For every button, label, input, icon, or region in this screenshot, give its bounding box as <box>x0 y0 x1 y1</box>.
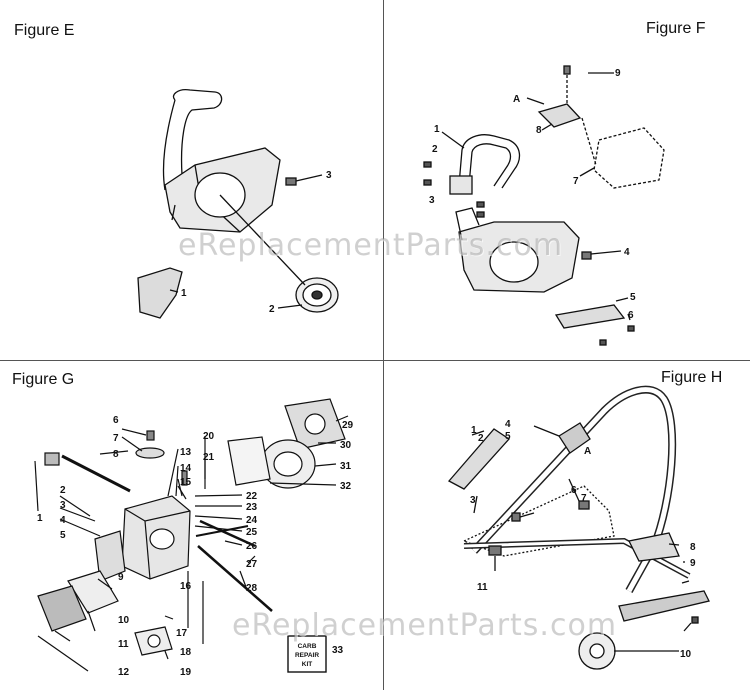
figure-f-drawing: 1 2 3 4 5 6 7 8 9 A <box>423 65 665 346</box>
h-callout-a: A <box>584 446 591 457</box>
g-callout-8: 8 <box>113 449 119 460</box>
e-callout-2: 2 <box>269 304 275 315</box>
g-callout-33: 33 <box>332 645 344 656</box>
f-callout-1: 1 <box>434 124 440 135</box>
figure-f-title: Figure F <box>646 20 706 37</box>
f-callout-2: 2 <box>432 144 438 155</box>
g-callout-15: 15 <box>180 477 192 488</box>
h-callout-9: 9 <box>690 558 696 569</box>
g-callout-6: 6 <box>113 415 119 426</box>
h-callout-2: 2 <box>478 433 484 444</box>
h-left-grip <box>447 428 510 490</box>
g-kit-line-1: CARB <box>298 643 317 650</box>
g-gasket-right <box>227 436 271 486</box>
h-top-bracket <box>558 422 591 454</box>
h-callout-1: 1 <box>471 425 477 436</box>
figure-h-title: Figure H <box>661 369 723 386</box>
e-cover-plate <box>137 267 183 319</box>
g-cover <box>37 585 87 632</box>
vertical-divider <box>383 0 384 690</box>
f-callout-3: 3 <box>429 195 435 206</box>
figure-e-drawing: 1 2 3 <box>137 89 339 319</box>
figure-g-panel: 1 2 3 4 5 6 7 8 9 10 11 12 13 14 15 16 1… <box>0 361 383 690</box>
figure-e-title: Figure E <box>14 22 75 39</box>
h-callout-8: 8 <box>690 542 696 553</box>
h-callout-6: 6 <box>571 485 577 496</box>
g-kit-line-3: KIT <box>302 661 313 668</box>
g-callout-12: 12 <box>118 667 130 678</box>
g-callout-28: 28 <box>246 583 258 594</box>
g-callout-1: 1 <box>37 513 43 524</box>
figure-h-panel: 1 2 3 4 5 6 7 8 9 10 11 A <box>384 361 750 690</box>
h-callout-5: 5 <box>505 431 511 442</box>
h-frame <box>462 485 615 557</box>
watermark-top: eReplacementParts.com <box>178 228 564 263</box>
g-callout-11: 11 <box>118 639 129 650</box>
g-callout-32: 32 <box>340 481 352 492</box>
g-kit-line-2: REPAIR <box>295 652 319 659</box>
f-handle-bar <box>458 134 521 189</box>
f-callout-4: 4 <box>624 247 630 258</box>
g-callout-14: 14 <box>180 463 192 474</box>
figure-f-panel: 1 2 3 4 5 6 7 8 9 A <box>384 0 750 360</box>
g-callout-24: 24 <box>246 515 258 526</box>
f-callout-5: 5 <box>630 292 636 303</box>
g-callout-10: 10 <box>118 615 130 626</box>
watermark-bottom: eReplacementParts.com <box>232 608 618 643</box>
g-pump-plate <box>94 530 126 582</box>
h-callout-4: 4 <box>505 419 511 430</box>
h-callout-7: 7 <box>581 493 587 504</box>
f-bracket <box>554 304 626 329</box>
g-callout-21: 21 <box>203 452 215 463</box>
g-callout-13: 13 <box>180 447 192 458</box>
f-callout-7: 7 <box>573 176 579 187</box>
h-callout-10: 10 <box>680 649 692 660</box>
figure-g-title: Figure G <box>12 371 75 388</box>
g-callout-27: 27 <box>246 559 258 570</box>
e-callout-1: 1 <box>181 288 187 299</box>
g-gasket <box>67 570 119 614</box>
h-right-grip <box>628 532 680 562</box>
g-callout-18: 18 <box>180 647 192 658</box>
g-callout-5: 5 <box>60 530 66 541</box>
g-callout-17: 17 <box>176 628 188 639</box>
e-handle <box>172 89 223 176</box>
g-callout-3: 3 <box>60 500 66 511</box>
g-callout-31: 31 <box>340 461 352 472</box>
f-callout-6: 6 <box>628 310 634 321</box>
f-callout-9: 9 <box>615 68 621 79</box>
g-callout-9: 9 <box>118 572 124 583</box>
g-callout-26: 26 <box>246 541 258 552</box>
e-callout-3: 3 <box>326 170 332 181</box>
h-callout-3: 3 <box>470 495 476 506</box>
f-callout-a: A <box>513 94 520 105</box>
h-callout-11: 11 <box>477 582 488 593</box>
g-callout-7: 7 <box>113 433 119 444</box>
g-callout-20: 20 <box>203 431 215 442</box>
figure-e-panel: 1 2 3 <box>0 0 383 360</box>
figure-g-drawing: 1 2 3 4 5 6 7 8 9 10 11 12 13 14 15 16 1… <box>34 398 354 678</box>
g-callout-23: 23 <box>246 502 258 513</box>
g-callout-30: 30 <box>340 440 352 451</box>
f-callout-8: 8 <box>536 125 542 136</box>
h-bottom-bar <box>618 590 710 622</box>
figure-h-drawing: 1 2 3 4 5 6 7 8 9 10 11 A <box>447 385 710 670</box>
g-callout-19: 19 <box>180 667 192 678</box>
f-plate <box>537 103 582 128</box>
g-carb-kit-box <box>287 635 327 673</box>
g-callout-29: 29 <box>342 420 354 431</box>
g-callout-2: 2 <box>60 485 66 496</box>
g-callout-4: 4 <box>60 515 66 526</box>
g-callout-22: 22 <box>246 491 258 502</box>
horizontal-divider <box>0 360 750 361</box>
g-callout-25: 25 <box>246 527 258 538</box>
g-callout-16: 16 <box>180 581 192 592</box>
